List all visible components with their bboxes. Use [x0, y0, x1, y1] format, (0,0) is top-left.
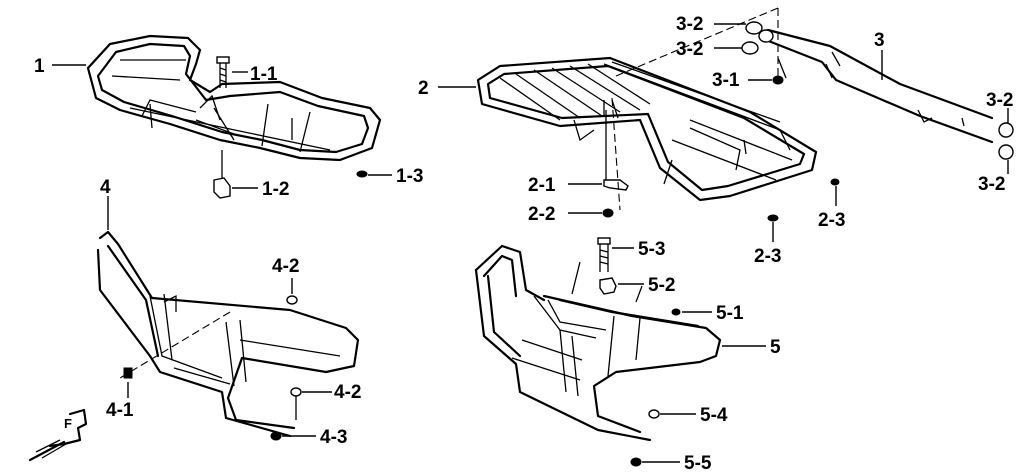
label-part-3-2-right-a: 3-2 — [986, 90, 1013, 111]
bushing-3-2-right-a — [998, 122, 1014, 138]
bolt-4-1 — [123, 367, 133, 379]
label-part-2-1: 2-1 — [528, 175, 556, 196]
nut-5-1 — [671, 308, 681, 316]
nut-2-2 — [602, 208, 614, 218]
rear-rack-part-2 — [476, 56, 818, 202]
label-part-1-1: 1-1 — [250, 64, 278, 85]
clip-4-2-lower — [290, 387, 302, 420]
label-part-5-2: 5-2 — [648, 275, 675, 296]
nut-2-3-right — [830, 178, 840, 186]
clamp-1-2 — [213, 150, 231, 199]
label-part-5-4: 5-4 — [700, 405, 728, 426]
front-bumper-part-4 — [96, 230, 360, 438]
nut-1-3 — [356, 170, 368, 178]
label-part-5: 5 — [770, 337, 781, 358]
bushing-3-2-top — [745, 21, 774, 43]
label-part-1: 1 — [34, 56, 45, 77]
label-part-3-1: 3-1 — [712, 70, 740, 91]
label-part-5-5: 5-5 — [684, 453, 712, 474]
label-part-4-2-upper: 4-2 — [272, 256, 299, 277]
label-part-4-1: 4-1 — [106, 400, 134, 421]
label-part-5-1: 5-1 — [716, 303, 744, 324]
label-part-4-2-lower: 4-2 — [334, 382, 361, 403]
label-part-2-3-lower: 2-3 — [754, 246, 781, 267]
nut-5-5 — [630, 457, 642, 467]
bolt-5-3 — [597, 237, 611, 272]
nut-3-1 — [772, 75, 784, 85]
bushing-3-2-mid — [741, 41, 759, 55]
bracket-2-1 — [603, 110, 629, 191]
bushing-3-2-right-b — [998, 144, 1014, 160]
label-part-4-3: 4-3 — [320, 427, 347, 448]
label-part-1-2: 1-2 — [262, 179, 289, 200]
label-part-2-2: 2-2 — [528, 204, 555, 225]
front-marker-letter: F — [64, 416, 72, 431]
label-part-3-2-mid: 3-2 — [676, 39, 703, 60]
label-part-5-3: 5-3 — [638, 239, 665, 260]
rear-bumper-part-5 — [474, 244, 722, 442]
label-part-2-3-right: 2-3 — [818, 210, 845, 231]
part-labels: 1 1-1 1-2 1-3 2 2-1 2-2 2-3 2-3 3 3-1 3-… — [34, 14, 1013, 474]
dashed-assembly-lines — [119, 7, 779, 379]
label-part-3-2-top: 3-2 — [676, 14, 703, 35]
clamp-5-2 — [599, 277, 617, 295]
bolt-1-1 — [216, 56, 230, 88]
clip-5-4 — [648, 409, 660, 419]
label-part-3-2-right-b: 3-2 — [978, 174, 1005, 195]
front-direction-marker — [28, 408, 88, 462]
label-part-3: 3 — [874, 30, 885, 51]
label-part-1-3: 1-3 — [396, 166, 423, 187]
nut-4-3 — [270, 431, 282, 441]
label-part-4: 4 — [100, 177, 111, 198]
label-part-2: 2 — [418, 78, 429, 99]
clip-4-2-upper — [286, 295, 298, 305]
nut-2-3-lower — [767, 214, 779, 222]
front-rack-part-1 — [86, 34, 382, 162]
